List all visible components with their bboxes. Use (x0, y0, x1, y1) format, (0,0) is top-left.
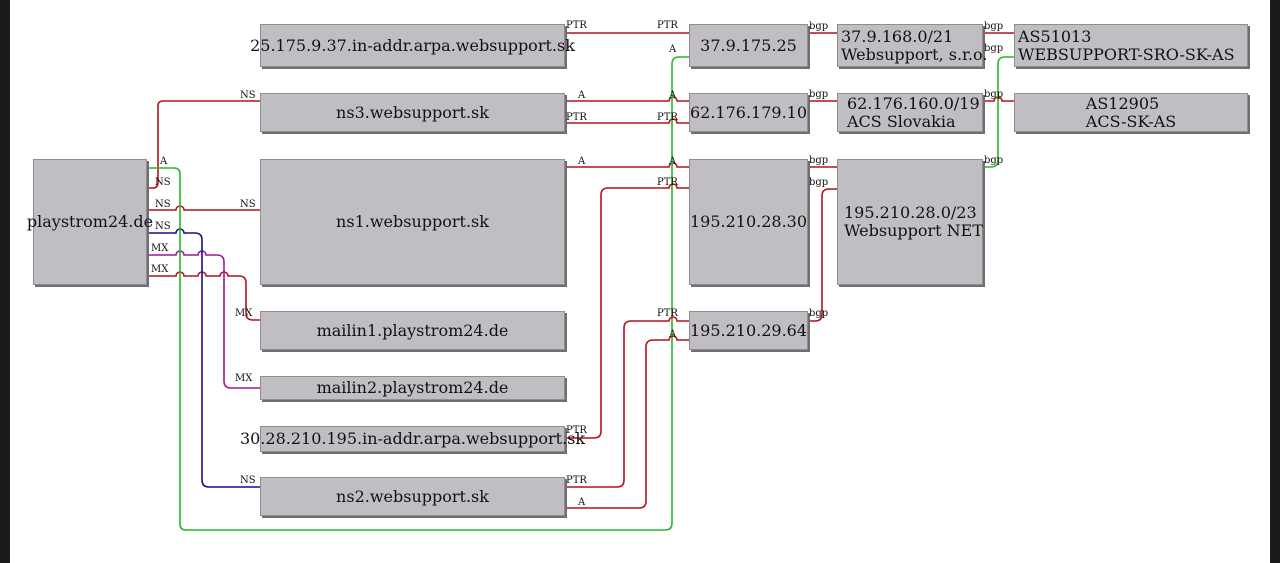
as-12905-name: ACS-SK-AS (1085, 111, 1177, 131)
label-ns-ns1: NS (240, 199, 256, 210)
net-37-prefix: 37.9.168.0/21 (841, 26, 954, 46)
ip-195-30-node[interactable]: 195.210.28.30 (689, 159, 808, 285)
edge-a-domain (147, 56, 689, 531)
label-mx-mailin1: MX (235, 308, 253, 319)
edge-mx-mailin2 (147, 250, 260, 389)
ip-195-64-node[interactable]: 195.210.29.64 (689, 311, 808, 350)
net-195-name: Websupport NET (844, 221, 983, 240)
edge-a-ns3 (565, 96, 689, 102)
edge-ptr-ns3 (565, 118, 689, 124)
edge-ptr-ns2 (565, 316, 689, 488)
label-a-ns3-src: A (578, 90, 586, 101)
label-ns-ns2: NS (240, 475, 256, 486)
net-62-prefix: 62.176.160.0/19 (847, 93, 980, 113)
label-ns-ns3: NS (240, 90, 256, 101)
label-bgp-195-30: bgp (809, 155, 829, 166)
edge-ptr-195 (565, 183, 689, 439)
label-ptr-195-src: PTR (566, 425, 587, 436)
ns2-node[interactable]: ns2.websupport.sk (260, 477, 565, 516)
label-a-ns3-dst: A (669, 90, 677, 101)
as-51013-node[interactable]: AS51013 WEBSUPPORT-SRO-SK-AS (1014, 24, 1248, 67)
label-bgp-as51013-a: bgp (984, 21, 1004, 32)
label-ptr-37-src: PTR (566, 20, 587, 31)
ptr-195-node[interactable]: 30.28.210.195.in-addr.arpa.websupport.sk (240, 426, 585, 452)
label-ptr-ns2-src: PTR (566, 475, 587, 486)
label-a-domain-src: A (160, 156, 168, 167)
label-mx-mailin2: MX (235, 373, 253, 384)
label-ptr-ns3-dst: PTR (657, 112, 678, 123)
as-12905-number: AS12905 (1085, 93, 1160, 113)
ns3-node[interactable]: ns3.websupport.sk (260, 93, 565, 132)
net-62-name: ACS Slovakia (847, 111, 956, 131)
label-ptr-195-dst: PTR (657, 177, 678, 188)
label-a-ns2-src: A (578, 497, 586, 508)
diagram-canvas: playstrom24.de 25.175.9.37.in-addr.arpa.… (10, 0, 1270, 563)
label-mx-domain-mailin1: MX (151, 264, 169, 275)
edge-bgp-as51013-b (983, 56, 1014, 168)
mailin1-node[interactable]: mailin1.playstrom24.de (260, 311, 565, 350)
label-bgp-37: bgp (809, 21, 829, 32)
net-195-prefix: 195.210.28.0/23 (844, 203, 977, 222)
label-bgp-net195: bgp (984, 155, 1004, 166)
label-ptr-37-dst: PTR (657, 20, 678, 31)
edge-ns-ns3 (147, 100, 260, 189)
label-ns-domain-ns2: NS (155, 221, 171, 232)
net-195-node[interactable]: 195.210.28.0/23 Websupport NET (837, 159, 983, 285)
label-ns-domain-ns3: NS (155, 177, 171, 188)
label-mx-domain-mailin2: MX (151, 243, 169, 254)
ip-62-node[interactable]: 62.176.179.10 (689, 93, 808, 132)
as-12905-node[interactable]: AS12905 ACS-SK-AS (1014, 93, 1248, 132)
edge-a-ns1 (565, 162, 689, 168)
domain-node[interactable]: playstrom24.de (27, 159, 153, 285)
ptr-37-node[interactable]: 25.175.9.37.in-addr.arpa.websupport.sk (250, 24, 575, 67)
label-ptr-ns2-dst: PTR (657, 308, 678, 319)
label-a-ns2-dst: A (669, 329, 677, 340)
net-37-name: Websupport, s.r.o. (841, 44, 988, 64)
ip-37-node[interactable]: 37.9.175.25 (689, 24, 808, 67)
edge-bgp-195-64 (808, 188, 837, 322)
label-a-ns1-dst: A (669, 156, 677, 167)
as-51013-name: WEBSUPPORT-SRO-SK-AS (1018, 44, 1235, 64)
edge-a-ns2 (565, 335, 689, 509)
edge-layer (147, 32, 1014, 531)
as-51013-number: AS51013 (1018, 26, 1092, 46)
net-62-node[interactable]: 62.176.160.0/19 ACS Slovakia (837, 93, 983, 132)
label-a-domain-dst: A (669, 44, 677, 55)
label-ns-domain-ns1: NS (155, 199, 171, 210)
label-bgp-as51013-b: bgp (984, 43, 1004, 54)
label-bgp-195-64: bgp (809, 308, 829, 319)
mailin2-node[interactable]: mailin2.playstrom24.de (260, 376, 565, 400)
label-bgp-62: bgp (809, 89, 829, 100)
ns1-node[interactable]: ns1.websupport.sk (260, 159, 565, 285)
label-bgp-195-30-net: bgp (809, 177, 829, 188)
label-ptr-ns3-src: PTR (566, 112, 587, 123)
label-bgp-as12905: bgp (984, 89, 1004, 100)
net-37-node[interactable]: 37.9.168.0/21 Websupport, s.r.o. (837, 24, 987, 67)
label-a-ns1-src: A (578, 156, 586, 167)
